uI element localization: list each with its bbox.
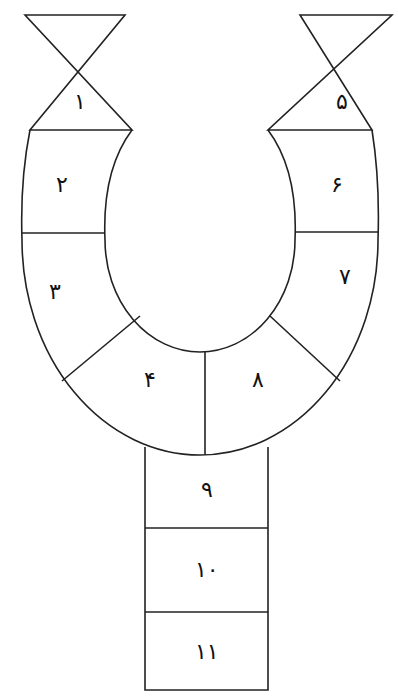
segment-number: ۹ [197,476,217,504]
segment-label: ۱۰ [195,558,219,582]
segment-number: ۵ [332,88,352,116]
segment-label: ۲ [56,173,68,197]
segment-number: ۱۱ [191,638,223,666]
segment-label: ۱۱ [195,640,219,664]
segment-label: ۵ [336,90,348,114]
segment-number: ۱۰ [191,556,223,584]
segment-number: ۳ [45,278,65,306]
segment-label: ۱ [74,90,86,114]
segment-label: ۴ [144,368,156,392]
segment-label: ۶ [331,173,343,197]
segment-number: ۲ [52,171,72,199]
segment-number: ۷ [335,263,355,291]
segment-label: ۳ [49,280,61,304]
segment-label: ۸ [252,368,264,392]
segment-number: ۸ [248,366,268,394]
segment-number: ۶ [327,171,347,199]
segment-label: ۷ [339,265,351,289]
segment-number: ۱ [70,88,90,116]
segment-label: ۹ [201,478,213,502]
segment-number: ۴ [140,366,160,394]
